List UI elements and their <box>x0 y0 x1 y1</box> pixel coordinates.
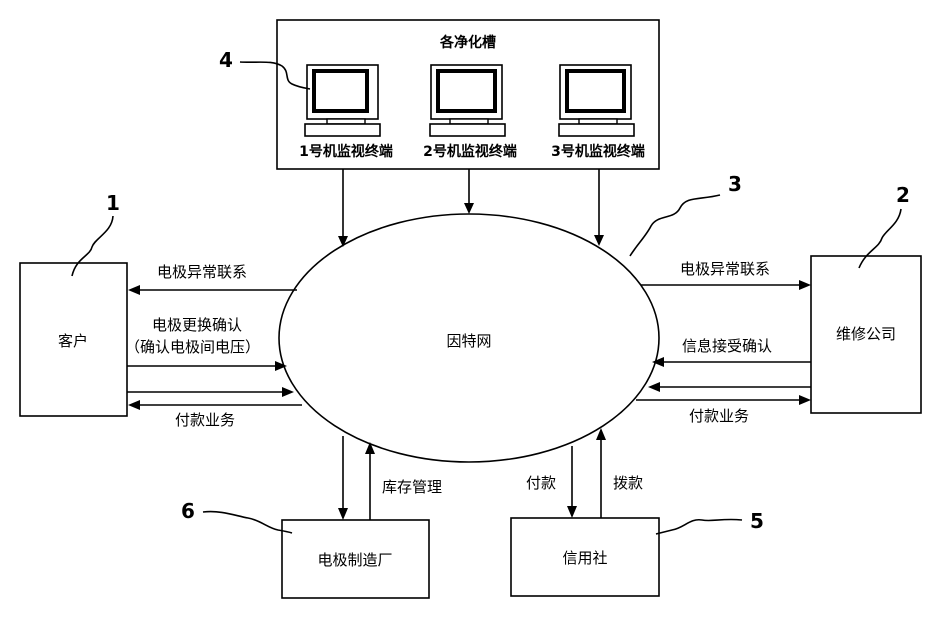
left-payment-label: 付款业务 <box>175 411 235 429</box>
right-payment-label: 付款业务 <box>689 407 749 425</box>
inventory-label: 库存管理 <box>382 478 442 496</box>
transfer-label: 拨款 <box>613 474 643 492</box>
connector-credit-down <box>567 446 577 518</box>
ref-6: 6 <box>181 499 293 534</box>
terminal-1-label: 1号机监视终端 <box>299 143 393 160</box>
ref-number-6: 6 <box>181 499 195 523</box>
connector-left-abnormal <box>128 285 297 295</box>
terminal-1-icon <box>304 64 381 137</box>
connector-factory-down <box>338 436 348 520</box>
customer-label: 客户 <box>58 332 88 350</box>
connector-terminal-1 <box>338 169 348 247</box>
connector-left-payment-in <box>128 400 302 410</box>
ref-3: 3 <box>629 172 742 257</box>
connector-right-payment-out <box>636 395 811 405</box>
credit-node: 信用社 <box>510 517 660 597</box>
customer-node: 客户 <box>19 262 128 417</box>
connector-credit-up <box>596 428 606 518</box>
terminal-3-icon <box>558 64 635 137</box>
ref-number-2: 2 <box>896 183 910 207</box>
factory-node: 电极制造厂 <box>281 519 430 599</box>
ref-number-5: 5 <box>750 509 764 533</box>
internet-label: 因特网 <box>446 332 491 350</box>
terminal-3-label: 3号机监视终端 <box>551 143 645 160</box>
left-abnormal-label: 电极异常联系 <box>157 263 247 281</box>
connector-right-ack <box>652 357 811 367</box>
monitor-panel-title: 各净化槽 <box>439 34 496 51</box>
connector-right-payment-in <box>648 382 811 392</box>
connector-terminal-3 <box>594 169 604 246</box>
ref-number-3: 3 <box>728 172 742 196</box>
internet-node: 因特网 <box>278 213 660 463</box>
repair-label: 维修公司 <box>836 325 896 343</box>
ref-1: 1 <box>71 191 120 277</box>
connector-factory-up <box>365 442 375 520</box>
terminal-2-icon <box>429 64 506 137</box>
ref-5: 5 <box>655 509 764 535</box>
ref-4: 4 <box>219 48 311 90</box>
factory-label: 电极制造厂 <box>317 551 392 569</box>
connector-left-payment-out <box>127 387 294 397</box>
repair-node: 维修公司 <box>810 255 922 414</box>
terminal-2-label: 2号机监视终端 <box>423 143 517 160</box>
connector-terminal-2 <box>464 169 474 214</box>
left-confirm-label-2: （确认电极间电压） <box>125 338 260 356</box>
monitor-panel: 各净化槽 1号机监视终端 2号机监视终端 3号机监视终端 <box>276 19 660 170</box>
ref-number-4: 4 <box>219 48 233 72</box>
right-abnormal-label: 电极异常联系 <box>680 260 770 278</box>
ref-number-1: 1 <box>106 191 120 215</box>
connector-left-confirm <box>127 361 287 371</box>
left-confirm-label-1: 电极更换确认 <box>152 316 242 334</box>
right-ack-label: 信息接受确认 <box>682 337 772 355</box>
pay-label: 付款 <box>526 474 556 492</box>
ref-2: 2 <box>858 183 910 269</box>
credit-label: 信用社 <box>562 549 607 567</box>
connector-right-abnormal <box>641 280 811 290</box>
